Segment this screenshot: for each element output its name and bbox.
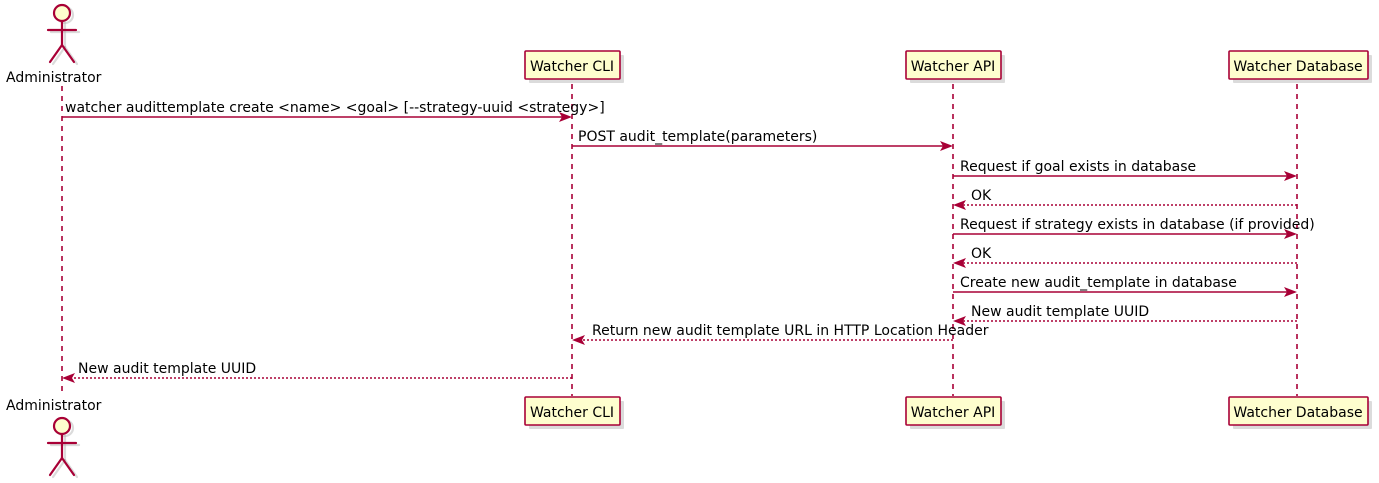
arrow-head-left-icon — [62, 373, 75, 383]
participant-box-watcher-api-bottom[interactable]: Watcher API — [905, 396, 1005, 429]
participant-box-watcher-cli-top[interactable]: Watcher CLI — [524, 50, 624, 83]
message-4: OK — [953, 188, 1297, 210]
message-label-6: OK — [971, 246, 992, 262]
participant-label-administrator-top: Administrator — [6, 70, 102, 86]
arrow-head-left-icon — [953, 316, 966, 326]
message-label-2: POST audit_template(parameters) — [578, 129, 817, 145]
message-10: New audit template UUID — [62, 361, 572, 383]
message-1: watcher audittemplate create <name> <goa… — [62, 100, 605, 122]
message-label-1: watcher audittemplate create <name> <goa… — [65, 100, 605, 116]
message-5: Request if strategy exists in database (… — [953, 217, 1315, 239]
participant-box-watcher-cli-bottom[interactable]: Watcher CLI — [524, 396, 624, 429]
message-label-4: OK — [971, 188, 992, 204]
participant-label-watcher-api-top: Watcher API — [911, 59, 996, 75]
arrow-head-right-icon — [1284, 287, 1297, 297]
actor-head-icon — [52, 416, 72, 436]
participant-box-rect — [1228, 396, 1369, 426]
message-label-10: New audit template UUID — [78, 361, 256, 377]
message-label-8: New audit template UUID — [971, 304, 1149, 320]
actor-leg-right-icon — [60, 43, 76, 64]
participant-box-rect — [1228, 50, 1369, 80]
participant-label-administrator-bottom: Administrator — [6, 398, 102, 414]
participant-box-watcher-api-top[interactable]: Watcher API — [905, 50, 1005, 83]
actor-head-icon — [52, 3, 72, 23]
participant-label-watcher-database-top: Watcher Database — [1233, 59, 1362, 75]
participant-label-watcher-api-bottom: Watcher API — [911, 405, 996, 421]
message-3: Request if goal exists in database — [953, 159, 1297, 181]
message-label-3: Request if goal exists in database — [960, 159, 1196, 175]
actor-administrator-bottom: Administrator — [6, 398, 102, 479]
participant-box-rect — [524, 50, 621, 80]
actor-leg-left-icon — [48, 456, 64, 477]
actor-leg-right-icon — [60, 456, 76, 477]
message-2: POST audit_template(parameters) — [572, 129, 953, 151]
arrow-head-right-icon — [1284, 229, 1297, 239]
arrow-head-left-icon — [572, 335, 585, 345]
arrow-head-right-icon — [940, 141, 953, 151]
arrow-head-right-icon — [1284, 171, 1297, 181]
participant-box-watcher-database-top[interactable]: Watcher Database — [1228, 50, 1372, 83]
message-9: Return new audit template URL in HTTP Lo… — [572, 323, 989, 345]
message-label-5: Request if strategy exists in database (… — [960, 217, 1315, 233]
arrow-head-right-icon — [559, 112, 572, 122]
actor-shadow-top — [49, 5, 81, 66]
lifelines — [61, 84, 1298, 396]
actor-administrator-top: Administrator — [6, 3, 102, 86]
arrow-head-left-icon — [953, 258, 966, 268]
participant-box-rect — [905, 396, 1002, 426]
participant-box-rect — [524, 396, 621, 426]
arrow-head-left-icon — [953, 200, 966, 210]
message-7: Create new audit_template in database — [953, 275, 1297, 297]
participant-box-rect — [905, 50, 1002, 80]
message-6: OK — [953, 246, 1297, 268]
participant-box-watcher-database-bottom[interactable]: Watcher Database — [1228, 396, 1372, 429]
message-label-9: Return new audit template URL in HTTP Lo… — [592, 323, 989, 339]
actor-leg-left-icon — [48, 43, 64, 64]
participant-label-watcher-cli-bottom: Watcher CLI — [530, 405, 614, 421]
participant-label-watcher-cli-top: Watcher CLI — [530, 59, 614, 75]
participant-label-watcher-database-bottom: Watcher Database — [1233, 405, 1362, 421]
message-8: New audit template UUID — [953, 304, 1297, 326]
message-label-7: Create new audit_template in database — [960, 275, 1237, 291]
